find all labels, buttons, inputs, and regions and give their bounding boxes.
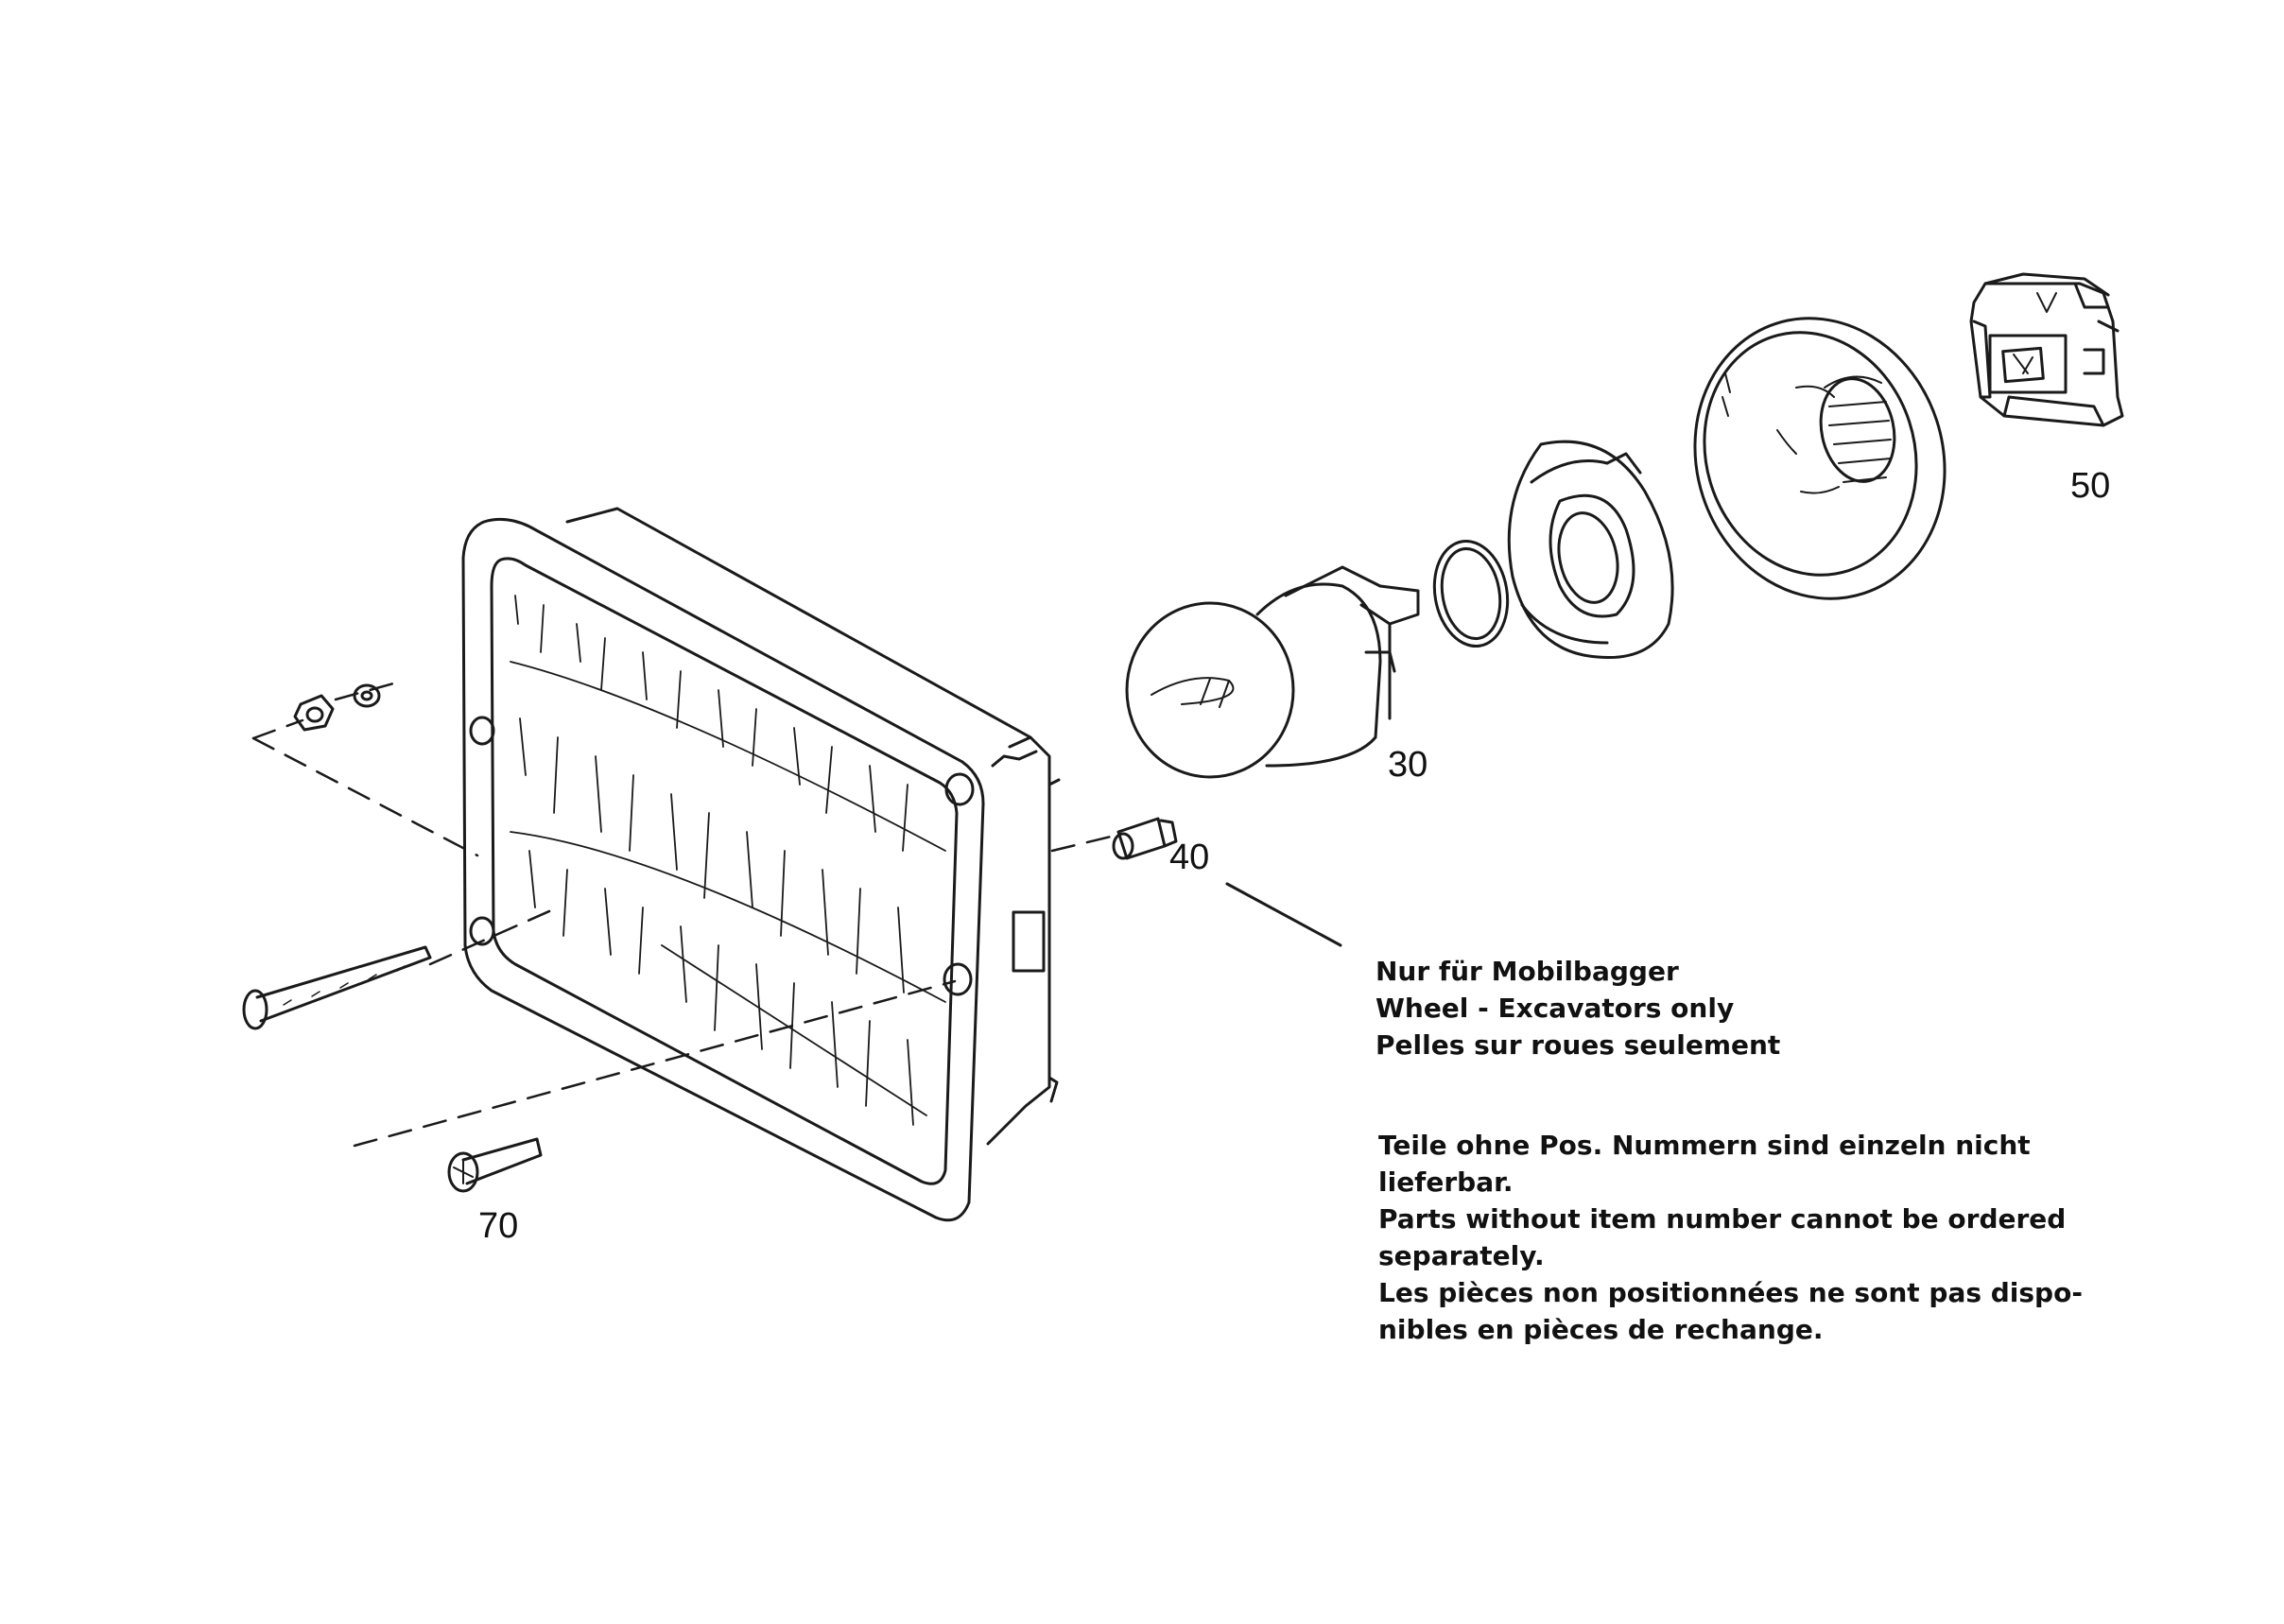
nut-and-washer — [293, 683, 381, 732]
headlight-housing — [565, 507, 1061, 1146]
note-parts-line: Teile ohne Pos. Nummern sind einzeln nic… — [1378, 1130, 2031, 1161]
callout-70: 70 — [478, 1206, 519, 1246]
note-parts-line: nibles en pièces de rechange. — [1378, 1314, 1824, 1345]
reflector — [1693, 317, 1947, 600]
note-models: Nur für Mobilbagger Wheel - Excavators o… — [1376, 953, 1780, 1063]
note-models-line: Wheel - Excavators only — [1376, 993, 1735, 1024]
connector-housing — [1969, 272, 2124, 427]
callout-40: 40 — [1169, 838, 1210, 877]
note-parts: Teile ohne Pos. Nummern sind einzeln nic… — [1378, 1127, 2083, 1348]
note-parts-line: Les pièces non positionnées ne sont pas … — [1378, 1277, 2083, 1308]
short-screw — [447, 1137, 543, 1193]
callout-leader-line — [1225, 882, 1342, 947]
lens-texture — [510, 595, 946, 1126]
bulb-holder — [1507, 440, 1674, 660]
note-parts-line: lieferbar. — [1378, 1166, 1514, 1198]
small-bulb — [1112, 817, 1178, 860]
callout-30: 30 — [1388, 745, 1428, 785]
note-parts-line: separately. — [1378, 1240, 1545, 1271]
assembly-lines — [251, 681, 1113, 1148]
callout-50: 50 — [2070, 466, 2111, 506]
note-models-line: Pelles sur roues seulement — [1376, 1029, 1781, 1061]
note-models-line: Nur für Mobilbagger — [1376, 956, 1679, 987]
retaining-ring — [1432, 539, 1510, 648]
headlight-frame — [461, 517, 985, 1222]
long-screw — [242, 945, 432, 1030]
main-bulb — [1125, 565, 1420, 779]
note-parts-line: Parts without item number cannot be orde… — [1378, 1203, 2067, 1235]
